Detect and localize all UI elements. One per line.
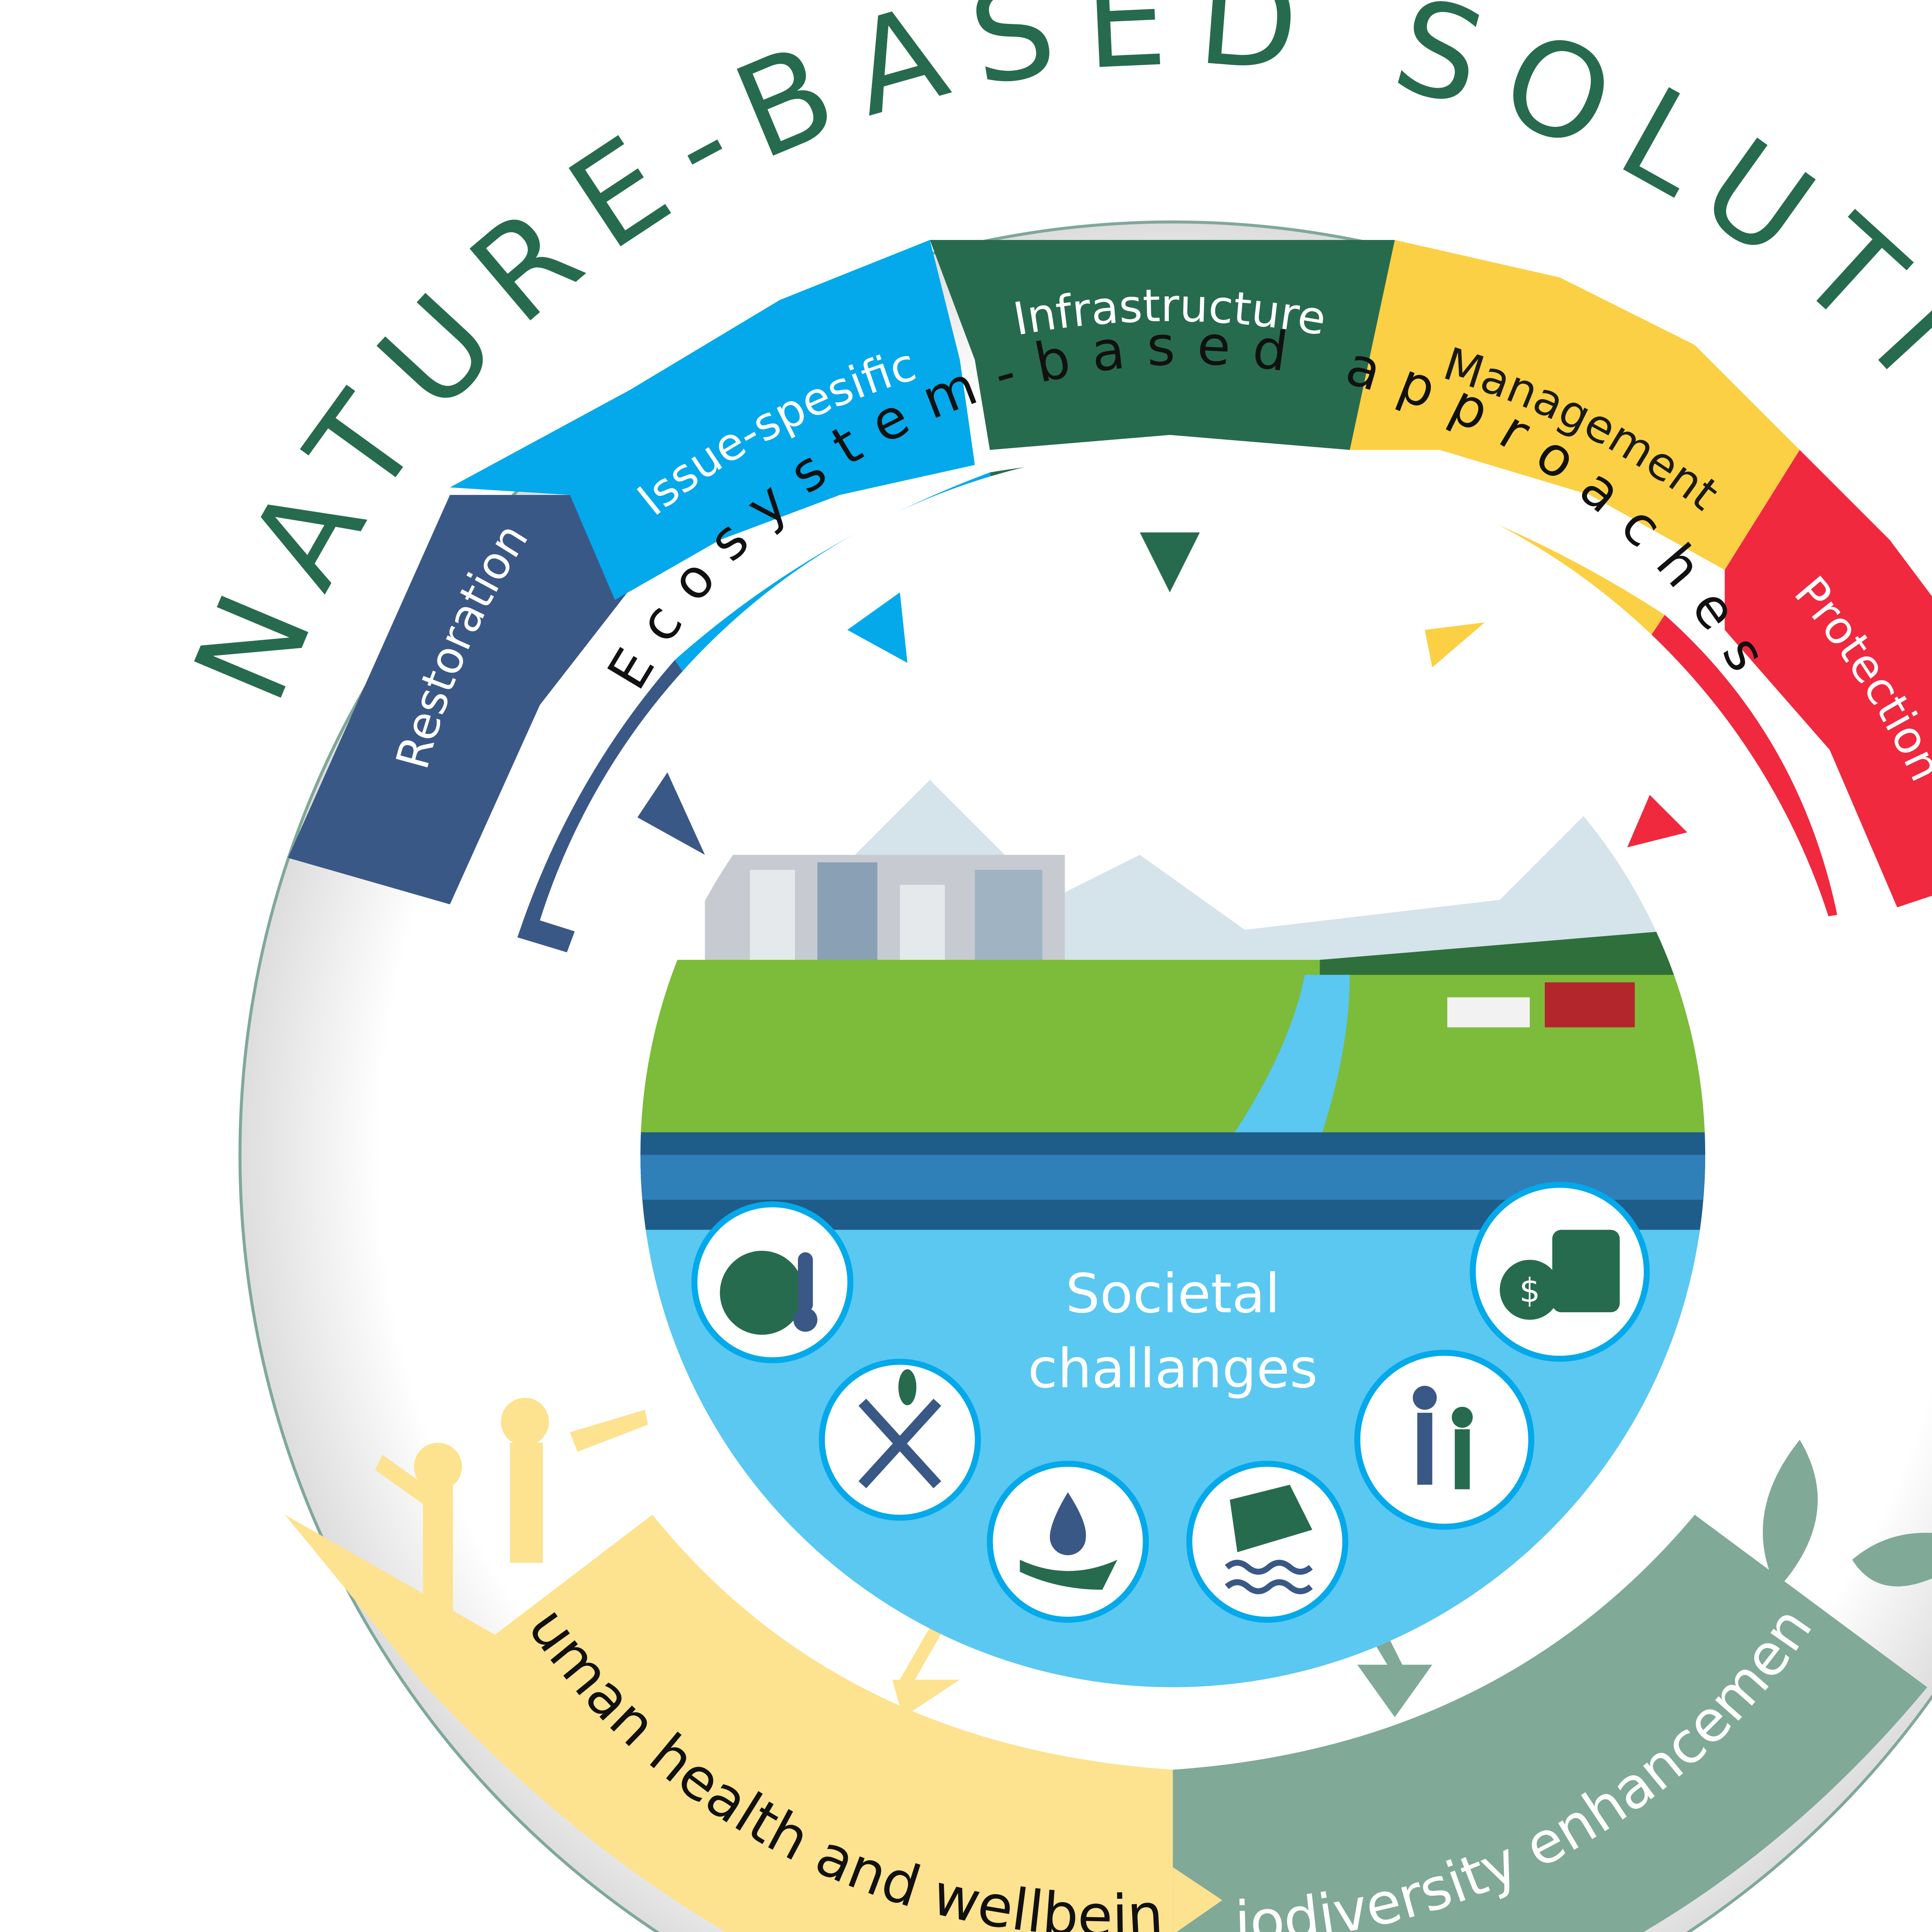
svg-text:$: $: [1519, 1272, 1540, 1310]
approach-arrows: [637, 532, 1687, 855]
water-security-icon: [986, 1461, 1149, 1623]
arrow-management: [1425, 622, 1485, 668]
band-management: [1350, 240, 1800, 570]
band-restoration: [288, 495, 645, 905]
climate-change-icon: [691, 1201, 854, 1364]
center-title-line2: challanges: [1028, 1337, 1318, 1400]
arrow-human-health: [892, 1627, 960, 1718]
band-infrastructure: [930, 240, 1395, 450]
center-title-line1: Societal: [1066, 1262, 1280, 1325]
band-protection: [1725, 450, 1932, 908]
food-security-icon: [819, 1359, 981, 1521]
people-icon: [375, 1398, 648, 1635]
economic-development-icon: $: [1469, 1182, 1650, 1362]
arrow-protection: [1627, 795, 1687, 847]
arrow-restoration: [637, 772, 705, 855]
band-human-health: [285, 1515, 1173, 1932]
leaf-icon: [1763, 1440, 1932, 1590]
band-issue-specific: [450, 240, 975, 600]
landscape-scene: [640, 622, 1706, 1687]
ecosystem-ring: [540, 448, 1830, 940]
social-development-icon: [1354, 1350, 1534, 1530]
band-biodiversity: [1173, 1515, 1927, 1932]
arrow-infrastructure: [1139, 532, 1200, 593]
challenge-icons: $: [691, 1182, 1650, 1623]
disaster-risk-icon: [1186, 1461, 1349, 1623]
arrow-issue-specific: [847, 592, 908, 663]
